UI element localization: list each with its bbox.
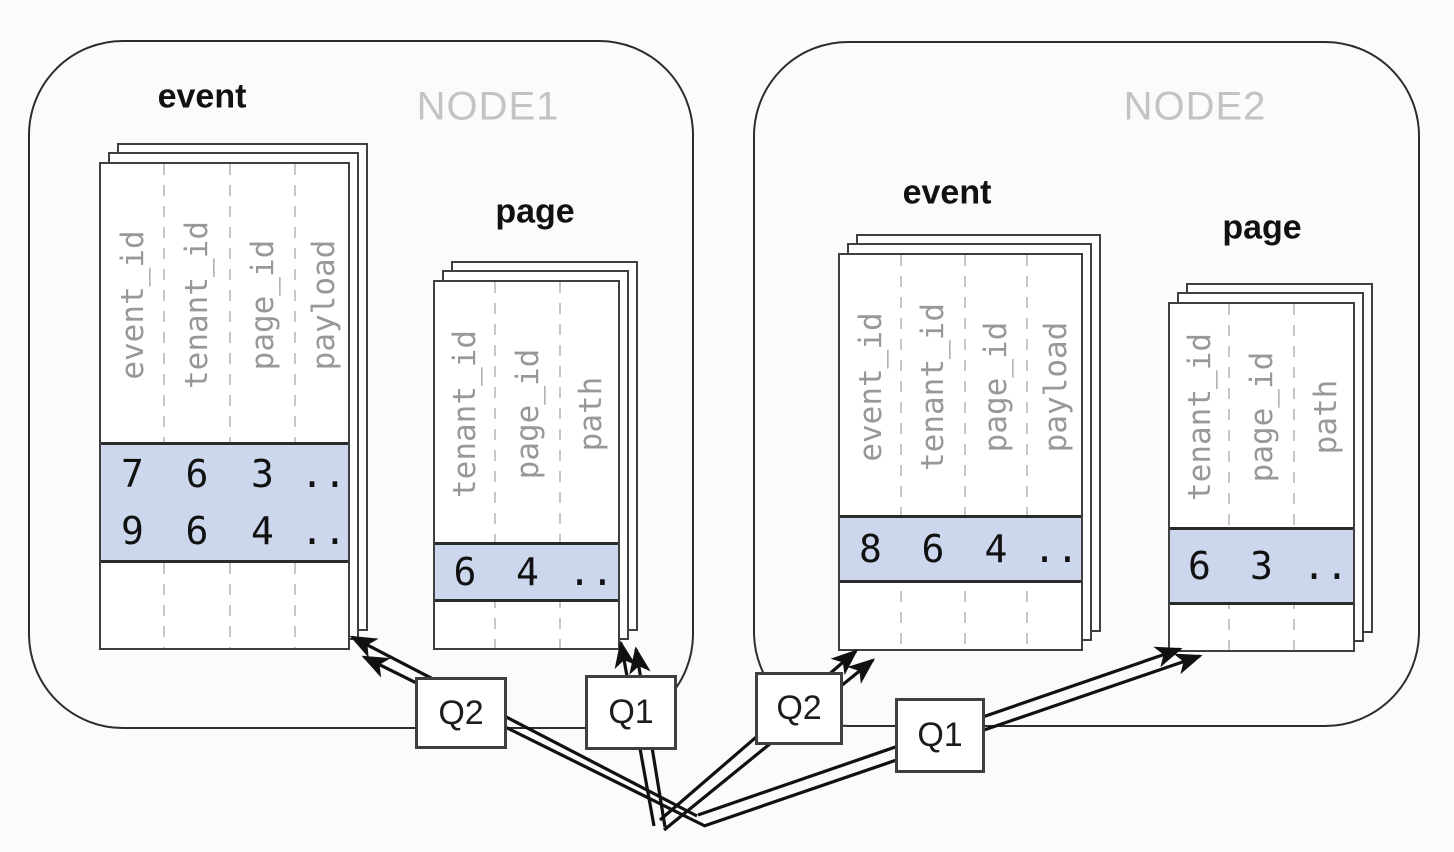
column-header-path: path xyxy=(1307,379,1344,455)
column-separator xyxy=(964,255,966,649)
row-value: .. xyxy=(568,550,614,594)
row-value: 3 xyxy=(1250,544,1273,588)
column-header-page_id: page_id xyxy=(978,321,1014,452)
column-separator xyxy=(1293,304,1295,650)
column-separator xyxy=(229,164,231,648)
column-separator xyxy=(1228,304,1230,650)
column-separator xyxy=(559,282,561,648)
column-separator xyxy=(494,282,496,648)
column-header-page_id: page_id xyxy=(1243,351,1280,483)
row-value: 4 xyxy=(251,509,274,554)
row-value: 9 xyxy=(121,509,144,554)
query-box-q2-node2: Q2 xyxy=(755,672,843,745)
column-separator xyxy=(1026,255,1028,649)
column-header-event_id: event_id xyxy=(852,311,889,462)
row-value: 4 xyxy=(984,527,1008,571)
row-value: .. xyxy=(300,509,347,554)
row-value: 3 xyxy=(251,451,274,496)
column-header-event_id: event_id xyxy=(114,229,151,380)
node2-label: NODE2 xyxy=(1123,84,1267,129)
column-separator xyxy=(294,164,296,648)
node1-label: NODE1 xyxy=(416,84,560,129)
row-value: .. xyxy=(1302,544,1349,588)
column-header-payload: payload xyxy=(305,239,342,370)
table-title-page: page xyxy=(495,192,575,231)
query-box-q1-node1: Q1 xyxy=(585,675,677,750)
column-separator xyxy=(900,255,902,649)
row-value: 6 xyxy=(185,451,209,496)
column-header-tenant_id: tenant_id xyxy=(447,329,483,498)
row-value: 8 xyxy=(859,527,882,571)
row-value: 6 xyxy=(921,527,945,571)
row-value: .. xyxy=(300,451,347,496)
table-title-page: page xyxy=(1222,208,1302,247)
column-separator xyxy=(163,164,165,648)
row-value: 6 xyxy=(1188,544,1211,588)
table-title-event: event xyxy=(902,173,992,212)
column-header-page_id: page_id xyxy=(509,348,546,479)
column-header-payload: payload xyxy=(1038,321,1074,452)
column-header-path: path xyxy=(573,376,609,451)
query-box-q1-node2: Q1 xyxy=(895,698,985,773)
table-title-event: event xyxy=(157,77,247,116)
row-value: 6 xyxy=(453,550,477,594)
row-value: .. xyxy=(1033,527,1079,571)
row-value: 7 xyxy=(121,451,144,496)
column-header-tenant_id: tenant_id xyxy=(179,220,215,389)
row-value: 4 xyxy=(516,550,539,594)
query-box-q2-node1: Q2 xyxy=(415,677,507,749)
column-header-page_id: page_id xyxy=(244,239,281,370)
column-header-tenant_id: tenant_id xyxy=(1181,333,1218,501)
column-header-tenant_id: tenant_id xyxy=(915,302,951,471)
row-value: 6 xyxy=(185,509,209,554)
